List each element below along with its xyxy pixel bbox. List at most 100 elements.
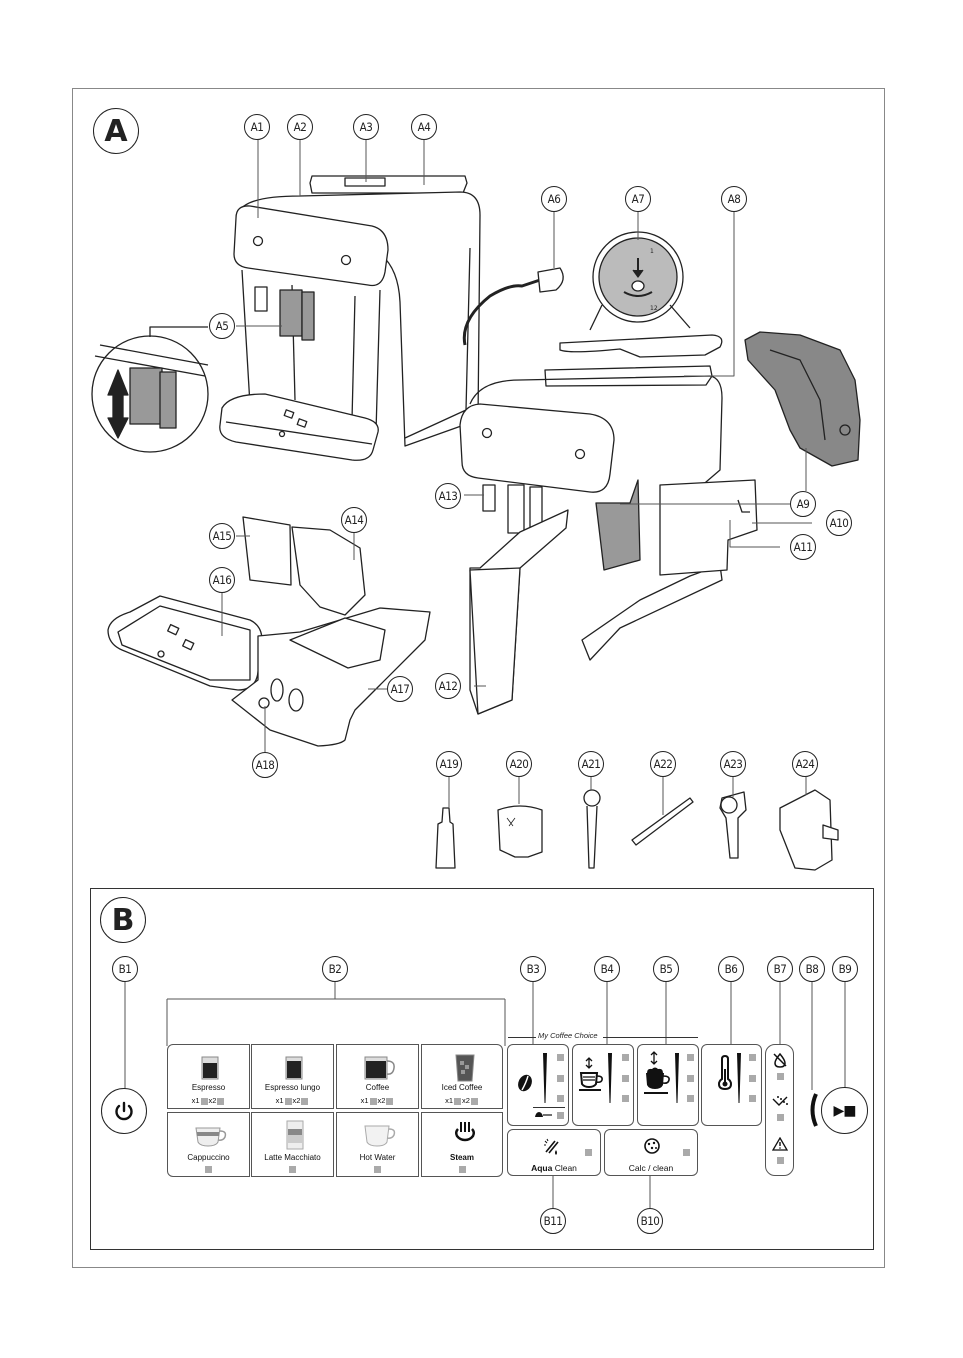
level-led [749, 1095, 756, 1102]
drink-led [374, 1165, 381, 1173]
level-led [687, 1075, 694, 1082]
drink-strength-options: x1 x2 [168, 1096, 249, 1105]
calc-clean-led [683, 1149, 690, 1156]
coffee-length-cup-icon [579, 1057, 603, 1091]
drink-strength-options [168, 1164, 249, 1173]
callout-a18: A18 [252, 752, 278, 778]
start-stop-button[interactable]: ▶■ [821, 1087, 868, 1134]
aquaclean-button[interactable]: Aqua Clean [507, 1129, 601, 1176]
option-led [454, 1097, 461, 1105]
callout-a7: A7 [625, 186, 651, 212]
drink-led [458, 1165, 466, 1173]
level-led [687, 1054, 694, 1061]
section-a-frame [72, 88, 885, 1268]
ground-coffee-led [557, 1112, 564, 1119]
callout-a8: A8 [721, 186, 747, 212]
drink-button-espresso[interactable]: Espresso x1 x2 [167, 1044, 250, 1109]
drink-button-latte-macchiato[interactable]: Latte Macchiato [251, 1112, 334, 1177]
section-b-label: B [100, 897, 146, 943]
callout-a13: A13 [435, 483, 461, 509]
option-led [301, 1097, 309, 1105]
callout-a11: A11 [790, 534, 816, 560]
warning-led [777, 1157, 784, 1164]
grounds-container-icon [772, 1096, 788, 1106]
coffee-bean-icon [518, 1074, 532, 1092]
accessories [435, 789, 839, 871]
callout-a17: A17 [387, 676, 413, 702]
option-led [470, 1097, 478, 1105]
drink-label: Hot Water [359, 1153, 396, 1162]
callout-b1: B1 [112, 956, 138, 982]
callout-a23: A23 [720, 751, 746, 777]
ground-coffee-icon [535, 1112, 552, 1117]
level-led [749, 1054, 756, 1061]
callout-a22: A22 [650, 751, 676, 777]
drink-label: Coffee [365, 1083, 390, 1092]
coffee-length-button[interactable] [572, 1044, 634, 1126]
dispenser-inset [91, 326, 209, 453]
level-led [557, 1054, 564, 1061]
calc-clean-button[interactable]: Calc / clean [604, 1129, 698, 1176]
drink-label: Cappuccino [187, 1153, 230, 1162]
temperature-button[interactable] [701, 1044, 762, 1126]
drink-strength-options: x1 x2 [337, 1096, 418, 1105]
option-label: x2 [292, 1096, 301, 1105]
callout-a12: A12 [435, 673, 461, 699]
callout-a15: A15 [209, 523, 235, 549]
level-led [557, 1075, 564, 1082]
callout-a1: A1 [244, 114, 270, 140]
level-led [622, 1095, 629, 1102]
drink-button-cappuccino[interactable]: Cappuccino [167, 1112, 250, 1177]
no-water-icon [773, 1052, 787, 1068]
coffee-strength-button[interactable] [507, 1044, 569, 1126]
iced-coffee-glass-icon [455, 1054, 475, 1082]
aquaclean-label-bold: Aqua [531, 1163, 553, 1173]
option-led [369, 1097, 377, 1105]
drink-led [289, 1165, 296, 1173]
level-led [622, 1054, 629, 1061]
callout-a3: A3 [353, 114, 379, 140]
option-label: x2 [208, 1096, 217, 1105]
callout-a24: A24 [792, 751, 818, 777]
callout-a5: A5 [209, 313, 235, 339]
callout-b6: B6 [718, 956, 744, 982]
option-label: x1 [445, 1096, 453, 1105]
callout-b5: B5 [653, 956, 679, 982]
callout-a21: A21 [578, 751, 604, 777]
my-coffee-choice-header: My Coffee Choice [508, 1031, 698, 1042]
option-led [217, 1097, 225, 1105]
grind-setting-dial [589, 231, 691, 331]
option-label: x1 [191, 1096, 200, 1105]
drink-label: Espresso [191, 1083, 226, 1092]
callout-b11: B11 [540, 1208, 566, 1234]
espresso-glass-icon [201, 1056, 219, 1080]
callout-a2: A2 [287, 114, 313, 140]
coffee-machine-open-view [459, 334, 758, 715]
dial-max-label: 12 [650, 305, 658, 312]
aquaclean-filter-icon [544, 1138, 559, 1155]
calc-clean-icon [644, 1138, 660, 1154]
drink-strength-options [252, 1164, 333, 1173]
option-led [386, 1097, 394, 1105]
dial-min-label: 1 [650, 248, 654, 255]
drink-button-hot-water[interactable]: Hot Water [336, 1112, 419, 1177]
drink-strength-options [337, 1164, 418, 1173]
section-a-label: A [93, 108, 139, 154]
brew-group [744, 331, 861, 467]
drink-button-steam[interactable]: Steam [421, 1112, 503, 1177]
drink-button-coffee[interactable]: Coffee x1 x2 [336, 1044, 419, 1109]
milk-length-cup-icon [644, 1051, 670, 1094]
option-label: x1 [360, 1096, 369, 1105]
milk-length-button[interactable] [637, 1044, 699, 1126]
option-label: x2 [377, 1096, 386, 1105]
callout-a9: A9 [790, 491, 816, 517]
coffee-mug-icon [364, 1056, 395, 1080]
section-b-frame [90, 888, 874, 1250]
warning-triangle-icon [772, 1137, 788, 1151]
option-led [200, 1097, 208, 1105]
power-button[interactable] [101, 1088, 147, 1134]
coffee-machine-front-view [219, 175, 481, 461]
